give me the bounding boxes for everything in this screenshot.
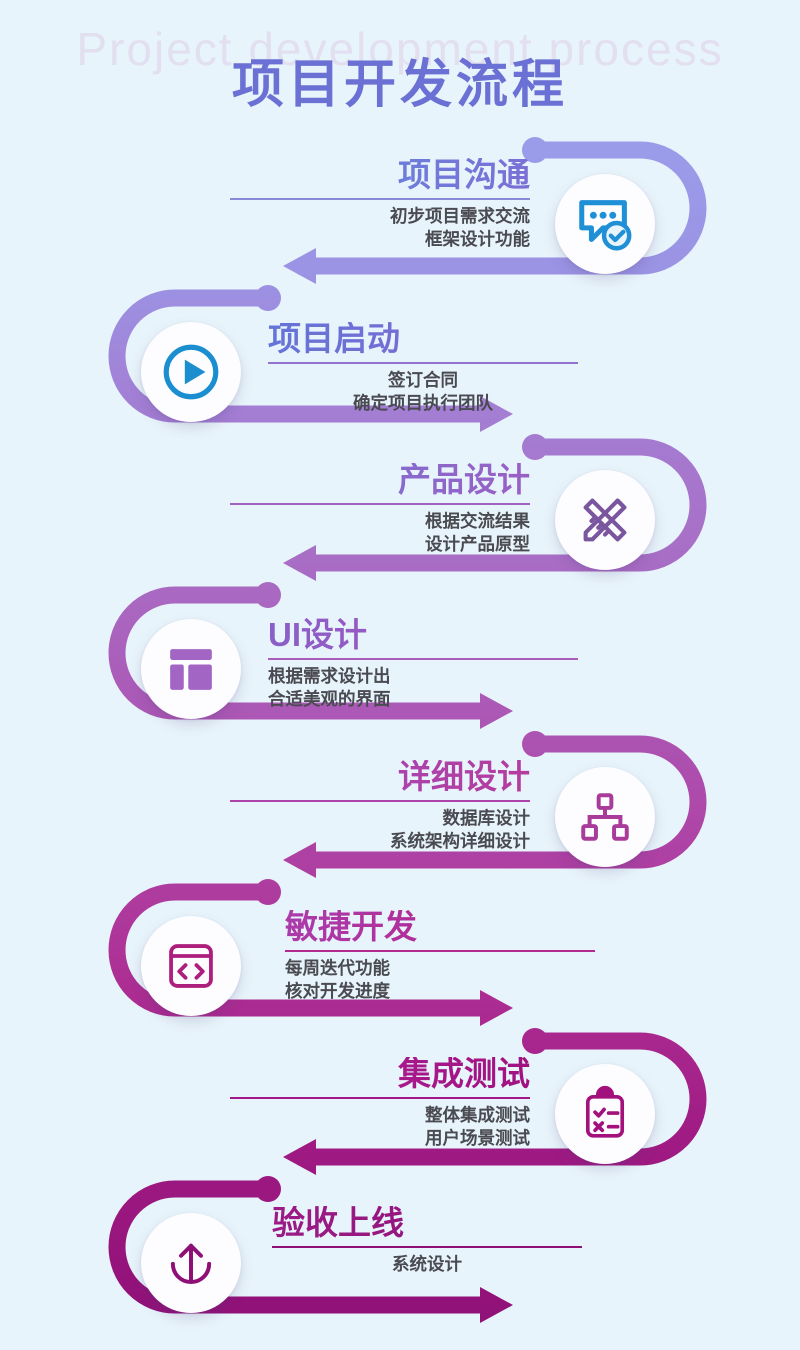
step-7-rule (230, 1096, 530, 1099)
step-3-title: 产品设计 (230, 462, 530, 498)
step-3-subtitle-line2: 设计产品原型 (425, 533, 530, 554)
step-5-text: 详细设计 数据库设计 系统架构详细设计 (230, 759, 531, 853)
page-header: Project development process 项目开发流程 (0, 0, 800, 130)
sitemap-icon (576, 788, 634, 846)
step-7-subtitle-line1: 整体集成测试 (425, 1104, 530, 1125)
play-circle-icon (158, 339, 224, 405)
step-6-subtitle-line2: 核对开发进度 (285, 980, 390, 1001)
step-7-subtitle-line2: 用户场景测试 (425, 1127, 530, 1148)
step-5-subtitle-line1: 数据库设计 (442, 807, 531, 828)
step-2-subtitle-line2: 确定项目执行团队 (353, 392, 493, 413)
step-4-subtitle-line2: 合适美观的界面 (268, 688, 391, 709)
header-background-title: Project development process (76, 23, 724, 75)
step-5-icon-bubble[interactable] (555, 767, 655, 867)
step-4-rule (268, 657, 578, 660)
step-1-subtitle-line1: 初步项目需求交流 (390, 205, 530, 226)
step-1-rule (230, 197, 530, 200)
step-8-icon-bubble[interactable] (141, 1213, 241, 1313)
step-1-icon-bubble[interactable] (555, 174, 655, 274)
step-8-subtitle-line1: 系统设计 (392, 1253, 462, 1274)
step-3-rule (230, 502, 530, 505)
step-2-icon-bubble[interactable] (141, 322, 241, 422)
step-6-text: 敏捷开发 每周迭代功能 核对开发进度 (285, 909, 595, 1003)
step-6-rule (285, 949, 595, 952)
page-title: 项目开发流程 (231, 56, 568, 114)
step-7-text: 集成测试 整体集成测试 用户场景测试 (230, 1056, 530, 1150)
step-1-title: 项目沟通 (230, 157, 530, 193)
step-8-text: 验收上线 系统设计 (272, 1205, 582, 1276)
step-6-title: 敏捷开发 (285, 909, 595, 945)
step-4-title: UI设计 (268, 617, 578, 653)
step-1-text: 项目沟通 初步项目需求交流 框架设计功能 (230, 157, 530, 251)
step-2-title: 项目启动 (268, 321, 578, 357)
layout-grid-icon (162, 640, 220, 698)
step-4-text: UI设计 根据需求设计出 合适美观的界面 (268, 617, 578, 711)
step-4-subtitle-line1: 根据需求设计出 (268, 665, 391, 686)
step-7-title: 集成测试 (230, 1056, 530, 1092)
step-4-icon-bubble[interactable] (141, 619, 241, 719)
step-3-text: 产品设计 根据交流结果 设计产品原型 (230, 462, 530, 556)
step-2-rule (268, 361, 578, 364)
step-2-subtitle-line1: 签订合同 (388, 369, 458, 390)
chat-check-icon (574, 193, 636, 255)
step-8-title: 验收上线 (272, 1205, 582, 1241)
step-3-subtitle-line1: 根据交流结果 (425, 510, 530, 531)
step-6-subtitle-line1: 每周迭代功能 (285, 957, 390, 978)
step-8-rule (272, 1245, 582, 1248)
step-1-subtitle-line2: 框架设计功能 (425, 228, 530, 249)
code-window-icon (162, 937, 220, 995)
step-6-icon-bubble[interactable] (141, 916, 241, 1016)
step-3-icon-bubble[interactable] (555, 470, 655, 570)
step-5-rule (230, 799, 530, 802)
upload-arrow-icon (162, 1234, 220, 1292)
step-5-title: 详细设计 (230, 759, 530, 795)
step-5-subtitle-line2: 系统架构详细设计 (390, 830, 530, 851)
clipboard-check-icon (576, 1085, 634, 1143)
step-2-text: 项目启动 签订合同 确定项目执行团队 (268, 321, 578, 415)
ruler-pencil-icon (574, 489, 636, 551)
step-7-icon-bubble[interactable] (555, 1064, 655, 1164)
